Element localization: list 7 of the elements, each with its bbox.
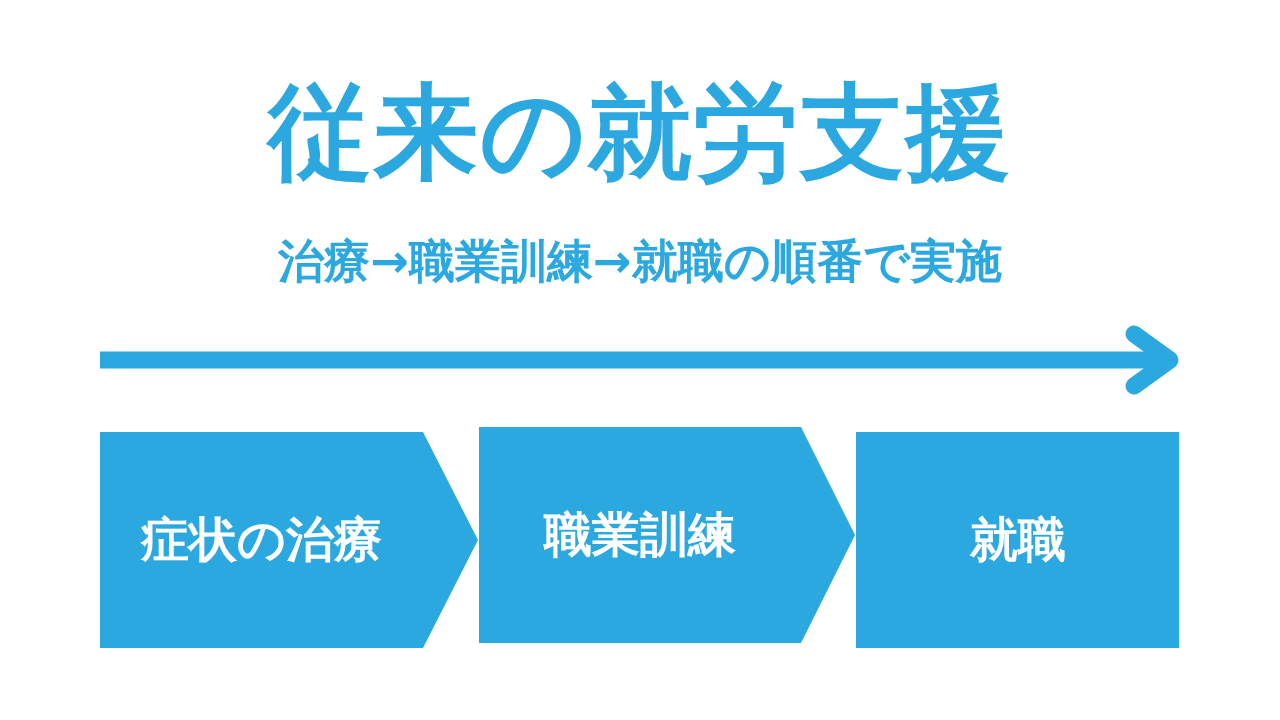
step-label: 症状の治療 [141,510,382,569]
subtitle: 治療→職業訓練→就職の順番で実施 [278,234,1002,288]
title: 従来の就労支援 [268,71,1012,193]
chevron-arrow [801,427,855,643]
step-label: 就職 [969,510,1066,569]
chevron-arrow [423,432,478,648]
step-label: 職業訓練 [544,505,736,564]
